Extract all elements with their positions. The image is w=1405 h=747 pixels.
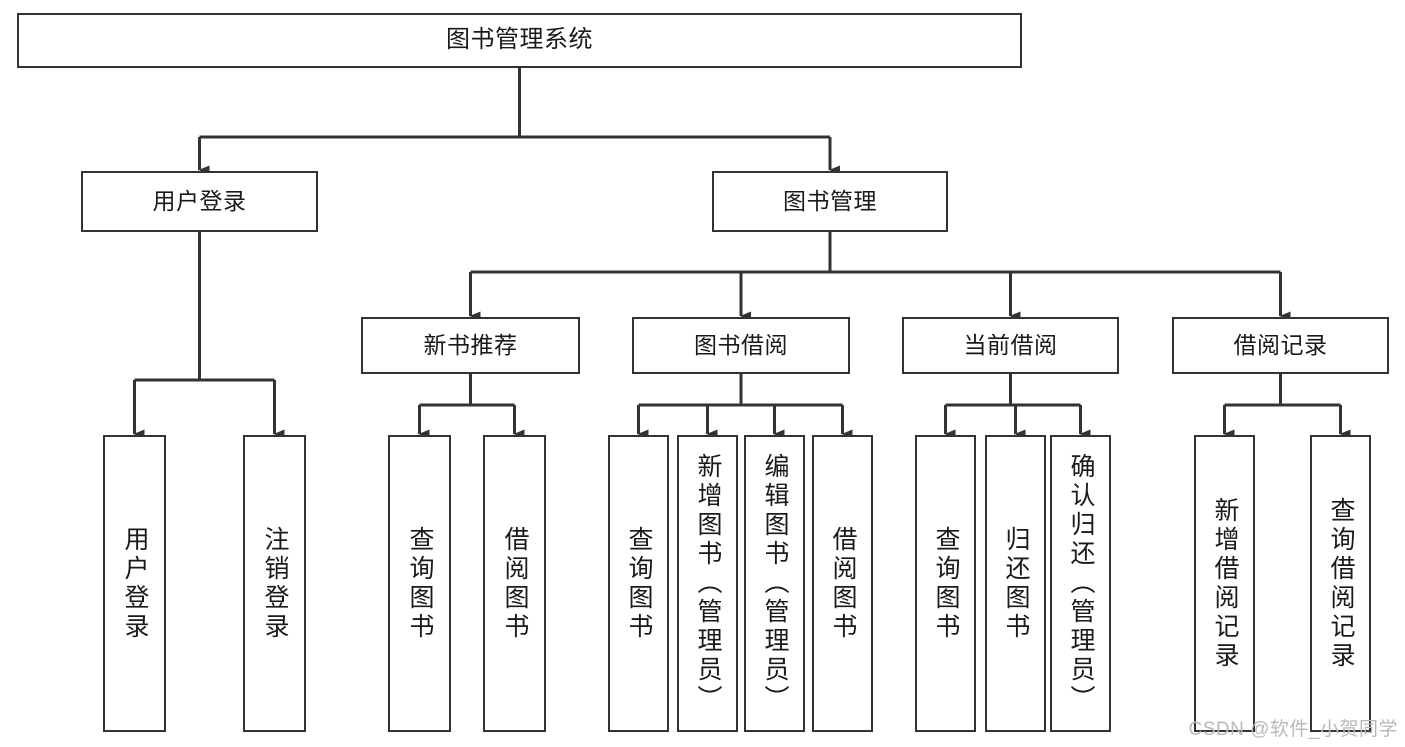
node-label: 归还图书: [1002, 525, 1030, 642]
node-label: 查询图书: [625, 525, 653, 642]
node-leaf-cb-query[interactable]: 查询图书: [915, 435, 976, 732]
node-current-borrow[interactable]: 当前借阅: [902, 317, 1119, 374]
node-leaf-bb-query[interactable]: 查询图书: [608, 435, 669, 732]
node-label: 查询借阅记录: [1327, 496, 1355, 671]
node-label: 编辑图书（管理员）: [761, 453, 789, 714]
node-label: 确认归还（管理员）: [1067, 453, 1095, 714]
node-book-manage[interactable]: 图书管理: [712, 171, 948, 232]
node-root[interactable]: 图书管理系统: [17, 13, 1022, 68]
node-leaf-rec-query[interactable]: 查询图书: [388, 435, 451, 732]
node-label: 查询图书: [932, 525, 960, 642]
node-label: 用户登录: [121, 525, 149, 642]
node-label: 借阅图书: [501, 525, 529, 642]
node-label: 当前借阅: [963, 331, 1058, 358]
node-leaf-br-query[interactable]: 查询借阅记录: [1310, 435, 1371, 732]
node-label: 新书推荐: [423, 331, 518, 358]
node-label: 图书管理系统: [446, 26, 593, 54]
node-leaf-cb-return[interactable]: 归还图书: [985, 435, 1046, 732]
node-leaf-user-login[interactable]: 用户登录: [103, 435, 166, 732]
node-leaf-bb-edit[interactable]: 编辑图书（管理员）: [744, 435, 805, 732]
node-label: 查询图书: [406, 525, 434, 642]
node-label: 用户登录: [152, 187, 247, 214]
node-leaf-br-add[interactable]: 新增借阅记录: [1194, 435, 1255, 732]
node-label: 新增借阅记录: [1211, 496, 1239, 671]
node-leaf-rec-borrow[interactable]: 借阅图书: [483, 435, 546, 732]
node-leaf-user-logout[interactable]: 注销登录: [243, 435, 306, 732]
node-label: 注销登录: [261, 525, 289, 642]
node-label: 借阅记录: [1233, 331, 1328, 358]
node-new-book-rec[interactable]: 新书推荐: [361, 317, 580, 374]
node-borrow-record[interactable]: 借阅记录: [1172, 317, 1389, 374]
node-label: 图书管理: [783, 187, 877, 214]
node-label: 新增图书（管理员）: [694, 453, 722, 714]
node-leaf-cb-confirm[interactable]: 确认归还（管理员）: [1050, 435, 1111, 732]
node-label: 借阅图书: [829, 525, 857, 642]
node-leaf-bb-borrow[interactable]: 借阅图书: [812, 435, 873, 732]
node-label: 图书借阅: [694, 331, 788, 358]
node-user-login[interactable]: 用户登录: [81, 171, 318, 232]
node-leaf-bb-add[interactable]: 新增图书（管理员）: [677, 435, 738, 732]
node-book-borrow[interactable]: 图书借阅: [632, 317, 850, 374]
